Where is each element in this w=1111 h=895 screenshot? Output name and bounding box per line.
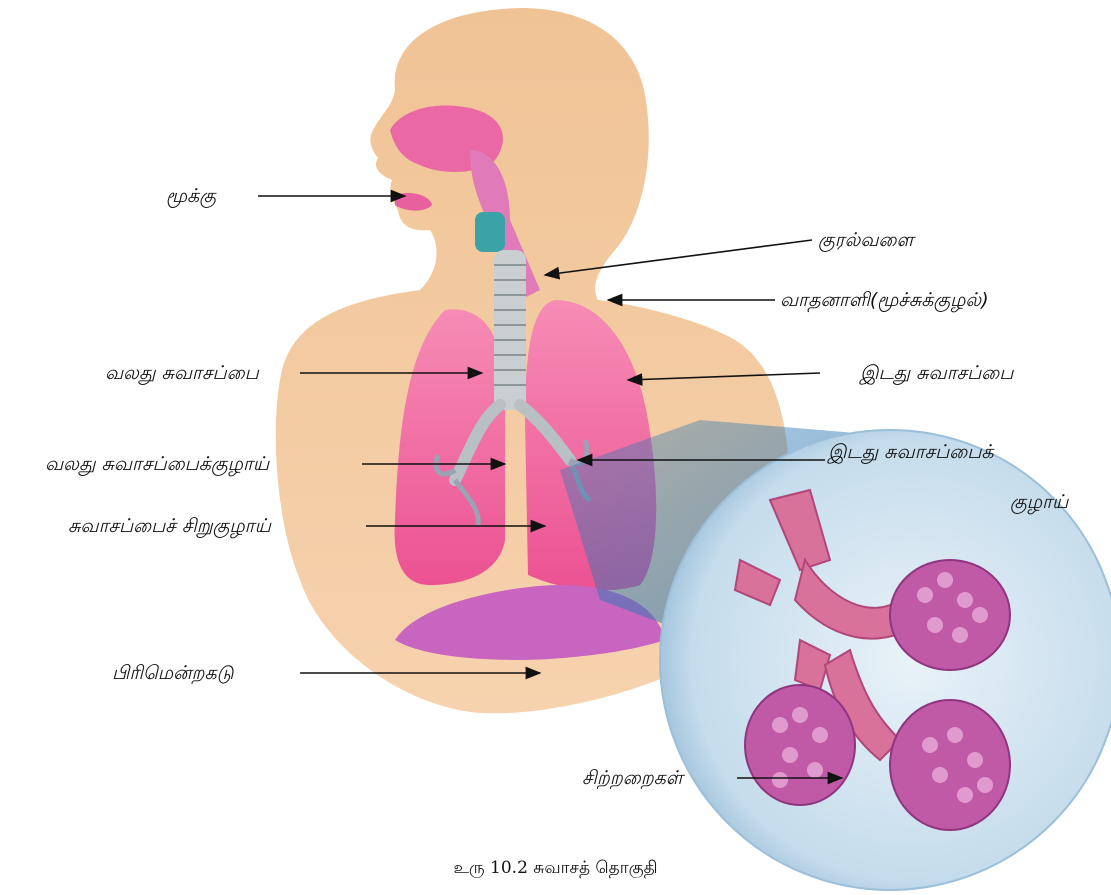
label-bronchiole: சுவாசப்பைச் சிறுகுழாய் <box>68 514 271 538</box>
label-alveoli: சிற்றறைகள் <box>582 766 683 790</box>
label-left-bronchus-line2: குழாய் <box>1010 490 1068 514</box>
label-left-bronchus-line1: இடது சுவாசப்பைக் <box>828 440 994 464</box>
label-trachea: வாதனாளி(மூச்சுக்குழல்) <box>780 288 989 312</box>
label-nose: மூக்கு <box>166 184 216 208</box>
label-right-bronchus: வலது சுவாசப்பைக்குழாய் <box>45 452 269 476</box>
label-diaphragm: பிரிமென்றகடு <box>112 661 234 685</box>
label-right-lung: வலது சுவாசப்பை <box>105 361 259 385</box>
figure-caption: உரு 10.2 சுவாசத் தொகுதி <box>0 858 1111 880</box>
label-left-lung: இடது சுவாசப்பை <box>860 361 1013 385</box>
label-larynx: குரல்வளை <box>818 228 914 252</box>
